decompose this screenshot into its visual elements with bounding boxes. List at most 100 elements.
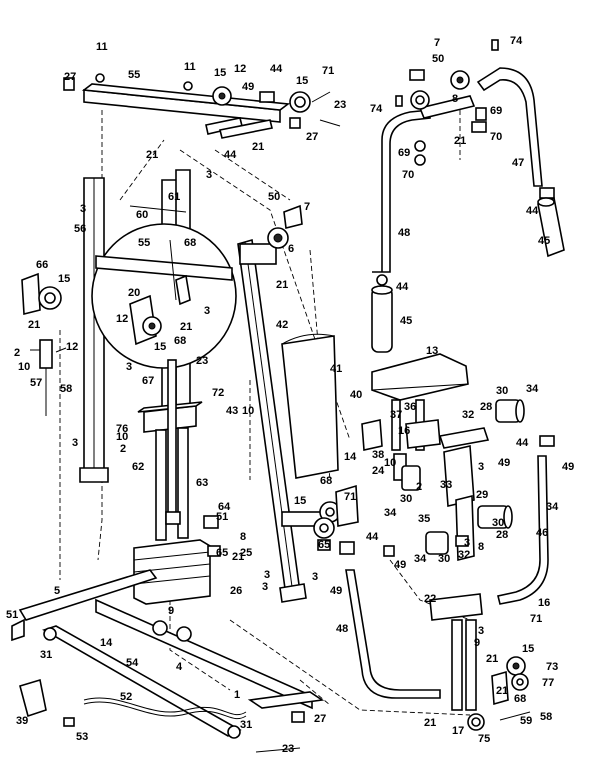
- part-number-label: 49: [394, 559, 406, 571]
- part-number-label: 27: [314, 713, 326, 725]
- part-number-label: 3: [126, 361, 132, 373]
- part-number-label: 5: [54, 585, 60, 597]
- part-number-label: 32: [458, 549, 470, 561]
- part-number-label: 21: [496, 685, 508, 697]
- part-number-label: 30: [400, 493, 412, 505]
- part-number-label: 71: [530, 613, 542, 625]
- part-number-label: 74: [510, 35, 523, 47]
- part-number-label: 8: [240, 531, 246, 543]
- part-number-label: 57: [30, 377, 42, 389]
- part-number-label: 10: [18, 361, 30, 373]
- part-number-label: 27: [306, 131, 318, 143]
- part-number-label: 2: [14, 347, 20, 359]
- part-number-label: 20: [128, 287, 140, 299]
- part-number-label: 45: [538, 235, 550, 247]
- part-number-label: 48: [398, 227, 410, 239]
- part-number-label: 44: [224, 149, 237, 161]
- part-number-label: 8: [452, 93, 458, 105]
- part-number-label: 71: [322, 65, 334, 77]
- part-number-label: 30: [496, 385, 508, 397]
- part-number-label: 34: [384, 507, 397, 519]
- left-pulley-assembly: [21, 272, 67, 416]
- part-number-label: 14: [100, 637, 113, 649]
- part-number-label: 72: [212, 387, 224, 399]
- part-number-label: 25: [240, 547, 252, 559]
- part-number-label: 27: [64, 71, 76, 83]
- part-number-label: 46: [536, 527, 548, 539]
- part-number-label: 66: [36, 259, 48, 271]
- part-number-label: 21: [146, 149, 158, 161]
- seat-assembly: [361, 353, 525, 562]
- top-pulleys: [205, 86, 341, 139]
- part-number-label: 3: [262, 581, 268, 593]
- part-number-label: 3: [264, 569, 270, 581]
- part-number-label: 17: [452, 725, 464, 737]
- part-number-label: 15: [214, 67, 226, 79]
- part-number-label: 49: [242, 81, 254, 93]
- base-frame: [11, 569, 325, 753]
- part-number-label: 40: [350, 389, 362, 401]
- part-number-label: 15: [522, 643, 534, 655]
- part-number-label: 58: [540, 711, 552, 723]
- part-number-label: 21: [232, 551, 244, 563]
- part-number-label: 69: [490, 105, 502, 117]
- part-number-label: 36: [404, 401, 416, 413]
- part-number-label: 14: [344, 451, 357, 463]
- part-number-label: 6: [288, 243, 294, 255]
- part-number-label: 70: [490, 131, 502, 143]
- part-number-label: 3: [464, 537, 470, 549]
- part-number-label: 16: [398, 425, 410, 437]
- part-number-label: 9: [168, 605, 174, 617]
- part-number-label: 2: [416, 481, 422, 493]
- part-number-label: 21: [454, 135, 466, 147]
- part-number-label: 77: [542, 677, 554, 689]
- part-number-label: 62: [132, 461, 144, 473]
- part-number-label: 44: [366, 531, 379, 543]
- part-number-label: 74: [370, 103, 383, 115]
- part-number-label: 3: [80, 203, 86, 215]
- part-number-label: 47: [512, 157, 524, 169]
- part-number-label: 7: [434, 37, 440, 49]
- part-number-label: 21: [28, 319, 40, 331]
- part-number-label: 21: [486, 653, 498, 665]
- arm-press: [371, 39, 565, 353]
- part-number-label: 61: [168, 191, 180, 203]
- part-number-label: 37: [390, 409, 402, 421]
- part-number-label: 34: [526, 383, 539, 395]
- part-number-label: 44: [270, 63, 283, 75]
- part-number-label: 41: [330, 363, 342, 375]
- part-number-label: 15: [58, 273, 70, 285]
- part-number-label: 28: [480, 401, 492, 413]
- part-number-label: 63: [196, 477, 208, 489]
- part-number-label: 55: [128, 69, 140, 81]
- part-number-label: 12: [234, 63, 246, 75]
- part-number-label: 44: [526, 205, 539, 217]
- part-number-label: 22: [424, 593, 436, 605]
- part-number-label: 23: [282, 743, 294, 755]
- part-number-label: 21: [180, 321, 192, 333]
- part-number-label: 4: [176, 661, 183, 673]
- part-number-label: 7: [304, 201, 310, 213]
- part-number-label: 35: [418, 513, 430, 525]
- part-number-label: 34: [414, 553, 427, 565]
- part-number-label: 42: [276, 319, 288, 331]
- part-number-label: 67: [142, 375, 154, 387]
- part-number-label: 68: [514, 693, 526, 705]
- part-number-label: 33: [440, 479, 452, 491]
- part-number-label: 69: [398, 147, 410, 159]
- part-number-label: 10: [116, 431, 128, 443]
- part-number-label: 54: [126, 657, 139, 669]
- part-number-label: 31: [40, 649, 52, 661]
- part-number-label: 16: [538, 597, 550, 609]
- top-cross-beam: [63, 73, 291, 123]
- part-number-label: 3: [312, 571, 318, 583]
- part-number-label: 12: [116, 313, 128, 325]
- part-number-label: 60: [136, 209, 148, 221]
- part-number-label: 15: [296, 75, 308, 87]
- part-number-label: 13: [426, 345, 438, 357]
- part-number-label: 51: [216, 511, 228, 523]
- part-number-label: 65: [318, 539, 330, 551]
